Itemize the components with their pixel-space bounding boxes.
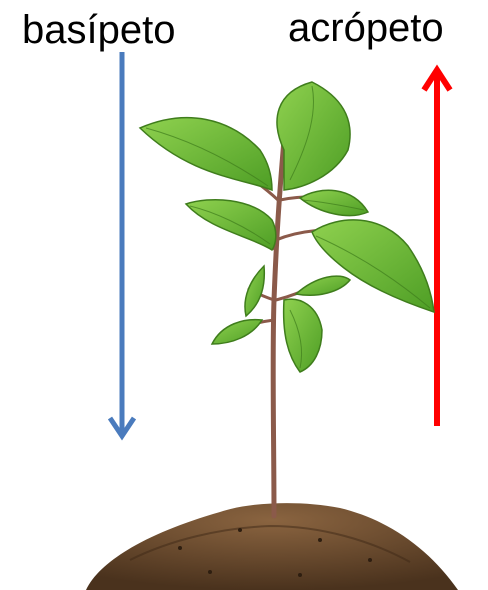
leaf xyxy=(140,118,272,190)
basipetal-arrow xyxy=(110,52,134,436)
leaf xyxy=(300,190,368,215)
leaf xyxy=(186,200,276,250)
leaf xyxy=(245,266,264,316)
plant-leaves xyxy=(140,82,434,372)
leaf xyxy=(296,276,350,295)
acropetal-arrow xyxy=(424,70,450,426)
leaf xyxy=(212,320,262,344)
leaf xyxy=(284,299,322,372)
